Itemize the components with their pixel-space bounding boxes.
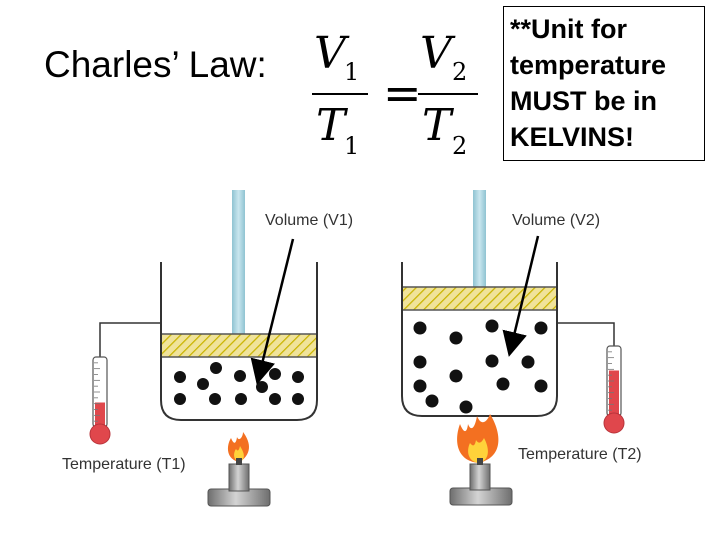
left-flame-icon [227,432,250,462]
formula-v2-subscript: 2 [452,58,468,86]
gas-molecule [292,371,304,383]
formula-equals-sign: = [383,66,422,120]
gas-molecule [485,354,499,368]
gas-molecule [209,393,221,405]
gas-molecule [449,369,463,383]
gas-molecule [413,379,427,393]
kelvin-note-box: **Unit for temperature MUST be in KELVIN… [503,6,705,161]
right-thermometer [603,345,625,434]
gas-molecule [521,355,535,369]
gas-molecule [449,331,463,345]
left-container [160,262,318,421]
right-flame-icon [457,414,499,463]
gas-molecule [534,379,548,393]
formula-t1-symbol: T [316,100,346,151]
page-title: Charles’ Law: [44,44,267,85]
right-thermometer-wire [557,322,615,347]
formula-right-fraction-bar [418,93,478,95]
right-thermometer-bulb [603,412,625,434]
right-burner [449,458,513,506]
left-thermometer-wire [99,322,161,358]
right-gas-molecules [413,319,548,414]
formula-v2-symbol: V [420,28,452,79]
gas-molecule [413,321,427,335]
gas-molecule [292,393,304,405]
gas-molecule [425,394,439,408]
charles-law-formula: V 1 T 1 = V 2 T 2 [300,18,500,168]
right-container [401,262,558,417]
right-apparatus: Volume (V2) Temperature (T2) [401,190,642,506]
left-thermometer [89,356,111,445]
gas-molecule [174,371,186,383]
left-volume-label: Volume (V1) [265,212,353,229]
formula-t1-subscript: 1 [344,132,360,160]
gas-molecule [485,319,499,333]
left-gas-molecules [174,362,304,405]
gas-molecule [197,378,209,390]
formula-t2-subscript: 2 [452,132,468,160]
right-temperature-label: Temperature (T2) [518,446,642,463]
gas-molecule [269,368,281,380]
formula-v1-symbol: V [314,28,346,79]
gas-molecule [256,381,268,393]
left-piston [160,333,318,358]
left-temperature-label: Temperature (T1) [62,456,186,473]
gas-molecule [534,321,548,335]
gas-molecule [459,400,473,414]
right-piston-rod [473,190,486,287]
formula-left-fraction-bar [312,93,368,95]
gas-molecule [234,370,246,382]
right-piston [401,286,558,311]
left-thermometer-liquid [95,402,105,427]
left-burner [207,458,271,507]
formula-v1-subscript: 1 [344,58,360,86]
gas-molecule [174,393,186,405]
left-thermometer-bulb [89,423,111,445]
left-apparatus: Volume (V1) Temperature (T1) [62,190,353,507]
gas-molecule [235,393,247,405]
gas-molecule [210,362,222,374]
right-volume-arrow [502,235,540,357]
gas-molecule [496,377,510,391]
left-piston-rod [232,190,245,334]
formula-t2-symbol: T [422,100,452,151]
gas-molecule [269,393,281,405]
right-thermometer-liquid [609,370,619,416]
right-volume-label: Volume (V2) [512,212,600,229]
gas-molecule [413,355,427,369]
left-volume-arrow [250,238,295,385]
